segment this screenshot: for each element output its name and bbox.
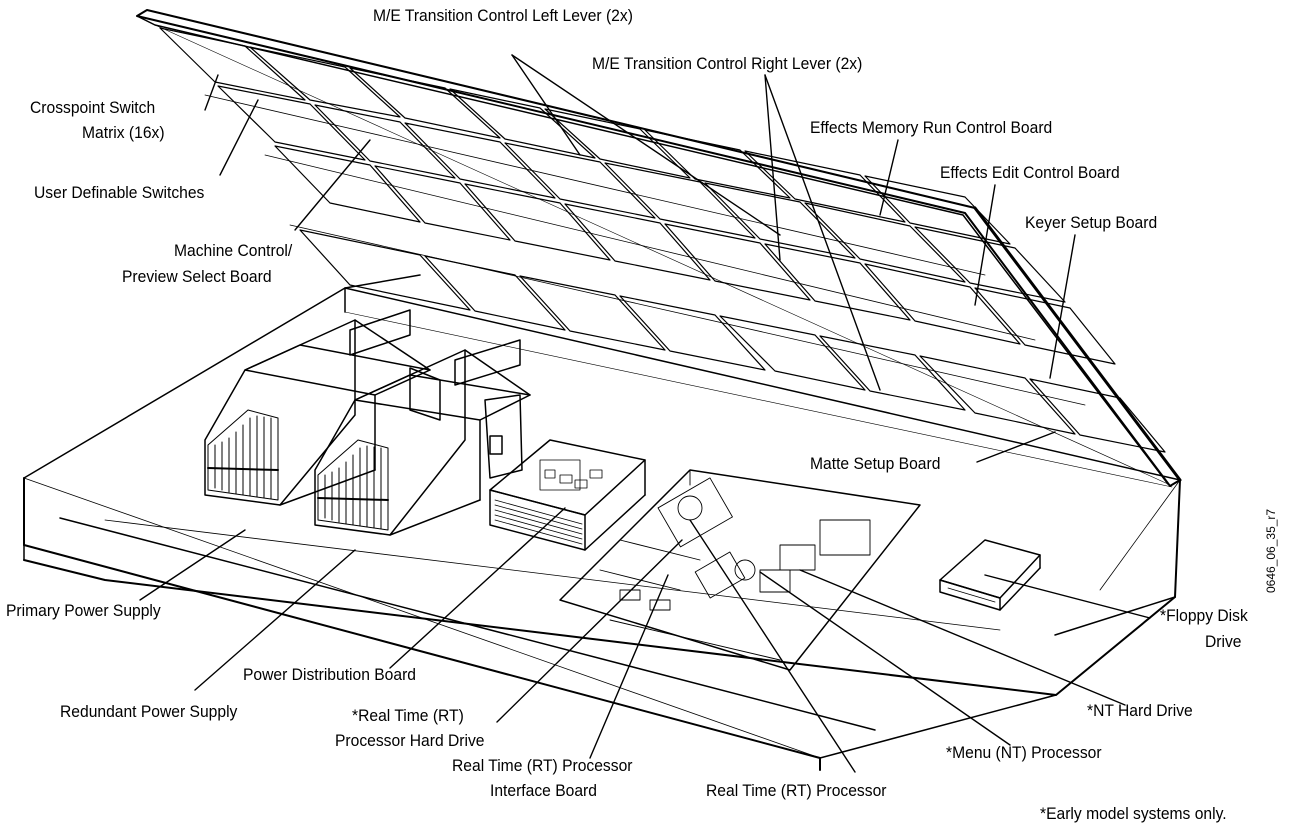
label-power-distribution-board: Power Distribution Board bbox=[243, 664, 416, 685]
label-rt-processor-hard-drive-line1: *Real Time (RT) bbox=[352, 705, 464, 726]
label-me-transition-right-lever: M/E Transition Control Right Lever (2x) bbox=[592, 53, 862, 74]
power-distribution-board-drawing bbox=[490, 440, 645, 550]
label-crosspoint-switch-matrix-line2: Matrix (16x) bbox=[82, 122, 165, 143]
label-floppy-disk-drive-line1: *Floppy Disk bbox=[1160, 605, 1248, 626]
label-machine-control-line1: Machine Control/ bbox=[174, 240, 292, 261]
figure-id: 0646_06_35_r7 bbox=[1264, 509, 1278, 593]
label-keyer-setup-board: Keyer Setup Board bbox=[1025, 212, 1157, 233]
label-rt-processor-hard-drive-line2: Processor Hard Drive bbox=[335, 730, 485, 751]
label-rt-interface-board-line1: Real Time (RT) Processor bbox=[452, 755, 632, 776]
label-me-transition-left-lever: M/E Transition Control Left Lever (2x) bbox=[373, 5, 633, 26]
label-crosspoint-switch-matrix-line1: Crosspoint Switch bbox=[30, 97, 155, 118]
label-redundant-power-supply: Redundant Power Supply bbox=[60, 701, 237, 722]
label-user-definable-switches: User Definable Switches bbox=[34, 182, 204, 203]
label-menu-nt-processor: *Menu (NT) Processor bbox=[946, 742, 1102, 763]
footnote-early-model: *Early model systems only. bbox=[1040, 803, 1227, 824]
label-nt-hard-drive: *NT Hard Drive bbox=[1087, 700, 1193, 721]
label-machine-control-line2: Preview Select Board bbox=[122, 266, 272, 287]
label-floppy-disk-drive-line2: Drive bbox=[1205, 631, 1241, 652]
processor-boards-drawing bbox=[560, 470, 920, 670]
label-rt-interface-board-line2: Interface Board bbox=[490, 780, 597, 801]
frame-outline bbox=[24, 288, 1180, 770]
label-effects-memory-run-control-board: Effects Memory Run Control Board bbox=[810, 117, 1052, 138]
floppy-drive-drawing bbox=[940, 540, 1040, 610]
label-matte-setup-board: Matte Setup Board bbox=[810, 453, 940, 474]
lid bbox=[137, 10, 1180, 486]
label-rt-processor: Real Time (RT) Processor bbox=[706, 780, 886, 801]
label-effects-edit-control-board: Effects Edit Control Board bbox=[940, 162, 1120, 183]
label-primary-power-supply: Primary Power Supply bbox=[6, 600, 161, 621]
